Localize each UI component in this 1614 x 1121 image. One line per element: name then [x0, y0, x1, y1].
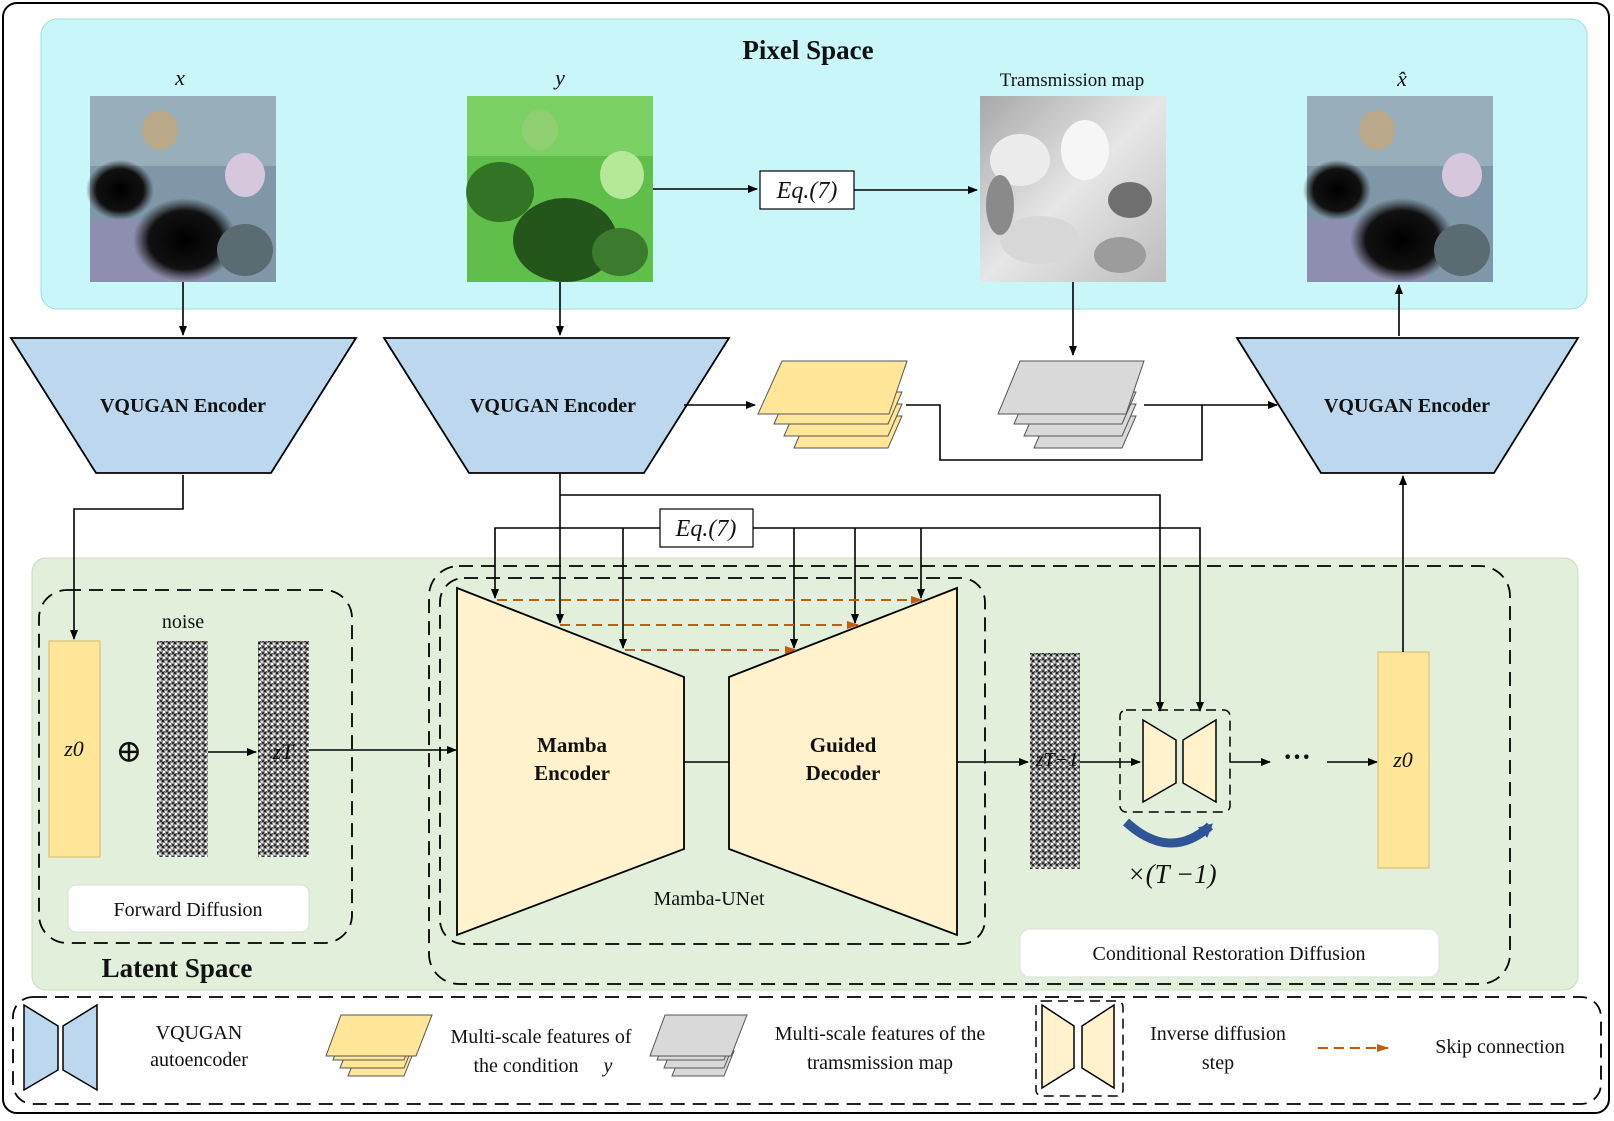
legend-box [12, 996, 1602, 1105]
line-cond-features-merge [906, 404, 1203, 461]
label-x-hat: x̂ [1396, 66, 1407, 91]
legend-skip-label: Skip connection [1435, 1036, 1564, 1058]
legend-tmap-features-1: Multi-scale features of the [775, 1023, 986, 1045]
oplus-symbol: ⊕ [116, 733, 143, 769]
encoder-right-label: VQUGAN Encoder [1324, 395, 1490, 417]
legend-cond-features-1: Multi-scale features of [450, 1026, 631, 1048]
pixel-space-panel [40, 18, 1588, 310]
z0-right-label: z0 [1392, 747, 1413, 772]
encoder-left-label: VQUGAN Encoder [100, 395, 266, 417]
inverse-step-box [1119, 709, 1231, 813]
forward-diffusion-label: Forward Diffusion [113, 899, 262, 921]
z0-left-label: z0 [63, 736, 84, 761]
zT1-block [1030, 653, 1080, 869]
guided-decoder-label-2: Decoder [806, 761, 881, 785]
guided-decoder [728, 586, 958, 937]
inverse-step-encoder [1142, 718, 1177, 804]
repeat-arrow [1122, 818, 1214, 848]
z0-left-block [48, 640, 101, 858]
image-x [86, 96, 276, 282]
legend-vqugan-2: autoencoder [150, 1049, 248, 1071]
legend-tmap-features-2: tramsmission map [807, 1052, 953, 1074]
legend-inverse-step-2: step [1202, 1052, 1234, 1074]
legend-inverse-step-icon [1035, 1000, 1124, 1097]
mamba-unet-box [439, 577, 986, 945]
legend-inverse-step-1: Inverse diffusion [1150, 1023, 1286, 1045]
conditional-restoration-label: Conditional Restoration Diffusion [1093, 943, 1366, 965]
image-y [466, 96, 653, 282]
arrow-eq-to-inverse-step [753, 527, 1204, 712]
eq-box-top [759, 170, 855, 210]
label-y: y [553, 65, 565, 90]
encoder-mid-label: VQUGAN Encoder [470, 395, 636, 417]
conditional-restoration-box [428, 565, 1511, 985]
legend-vqugan-icon [23, 1003, 98, 1092]
arrow-encoder-to-z0 [70, 475, 184, 640]
latent-space-title: Latent Space [102, 953, 253, 983]
eq-box-mid [659, 508, 754, 548]
mamba-unet-label: Mamba-UNet [653, 888, 765, 910]
image-x-hat [1303, 96, 1493, 282]
legend-tmap-features-icon [649, 1014, 748, 1077]
ellipsis: ··· [1283, 742, 1311, 773]
arrow-eq-to-unet-1 [491, 527, 660, 599]
tmap-features-stack [997, 360, 1145, 449]
repeat-label: ×(T −1) [1127, 859, 1216, 889]
z0-right-block [1377, 651, 1430, 869]
inverse-step-decoder [1182, 718, 1217, 804]
mamba-encoder [456, 586, 685, 937]
conditional-restoration-label-box [1019, 928, 1440, 978]
legend-vqugan-1: VQUGAN [156, 1022, 243, 1044]
forward-diffusion-label-box [67, 884, 310, 933]
noise-block [157, 641, 208, 857]
eq-top-label: Eq.(7) [776, 178, 838, 204]
forward-diffusion-box [38, 589, 353, 944]
legend-cond-var: y [602, 1055, 613, 1077]
label-transmission-map: Tramsmission map [1000, 70, 1144, 91]
encoder-right [1235, 337, 1580, 474]
arrow-encoder-to-inverse-step [560, 494, 1164, 712]
mamba-encoder-label-1: Mamba [537, 733, 607, 757]
pixel-space-title: Pixel Space [742, 35, 873, 65]
noise-label: noise [162, 611, 204, 633]
eq-mid-label: Eq.(7) [675, 516, 737, 542]
mamba-encoder-label-2: Encoder [534, 761, 610, 785]
zT-block [258, 641, 309, 857]
image-transmission-map [980, 96, 1166, 282]
encoder-mid [382, 337, 731, 474]
zT-label: zT [272, 739, 296, 764]
zT1-label: zT−1 [1035, 749, 1078, 771]
legend-cond-features-icon [325, 1014, 433, 1077]
label-x: x [174, 65, 185, 90]
guided-decoder-label-1: Guided [810, 733, 877, 757]
encoder-left [9, 337, 358, 474]
cond-features-stack [757, 360, 908, 449]
legend-cond-features-2: the condition [474, 1055, 579, 1077]
